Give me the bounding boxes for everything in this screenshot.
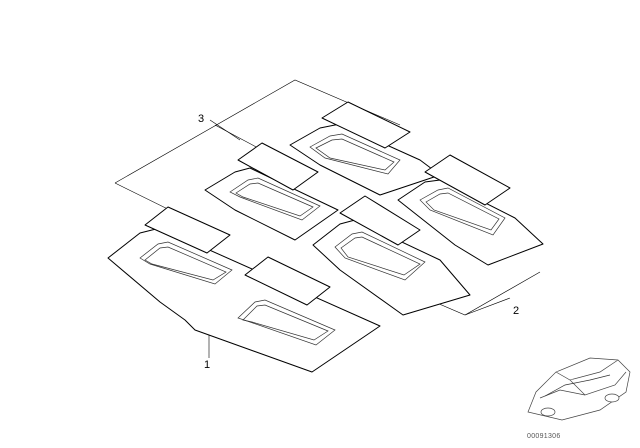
- floor-mat-middle-left: [204, 167, 339, 241]
- insulation-pad-upper-right: [424, 154, 511, 206]
- diagram-reference-code: 00091306: [527, 433, 561, 440]
- floor-mat-middle-right: [312, 219, 471, 316]
- floor-mat-upper-right: [397, 179, 544, 266]
- callout-3: 3: [198, 113, 204, 125]
- vehicle-thumbnail-icon: [527, 357, 631, 421]
- floor-mat-large: [107, 227, 381, 373]
- callout-2: 2: [513, 305, 519, 317]
- callout-1: 1: [204, 359, 210, 371]
- insulation-pad-front-left: [144, 206, 231, 254]
- insulation-pad-middle-right: [339, 195, 421, 246]
- insulation-pad-upper-center: [321, 101, 411, 149]
- floor-mat-upper-center: [289, 123, 441, 196]
- insulation-pad-middle-left: [237, 142, 319, 191]
- insulation-pad-front-right: [244, 256, 331, 306]
